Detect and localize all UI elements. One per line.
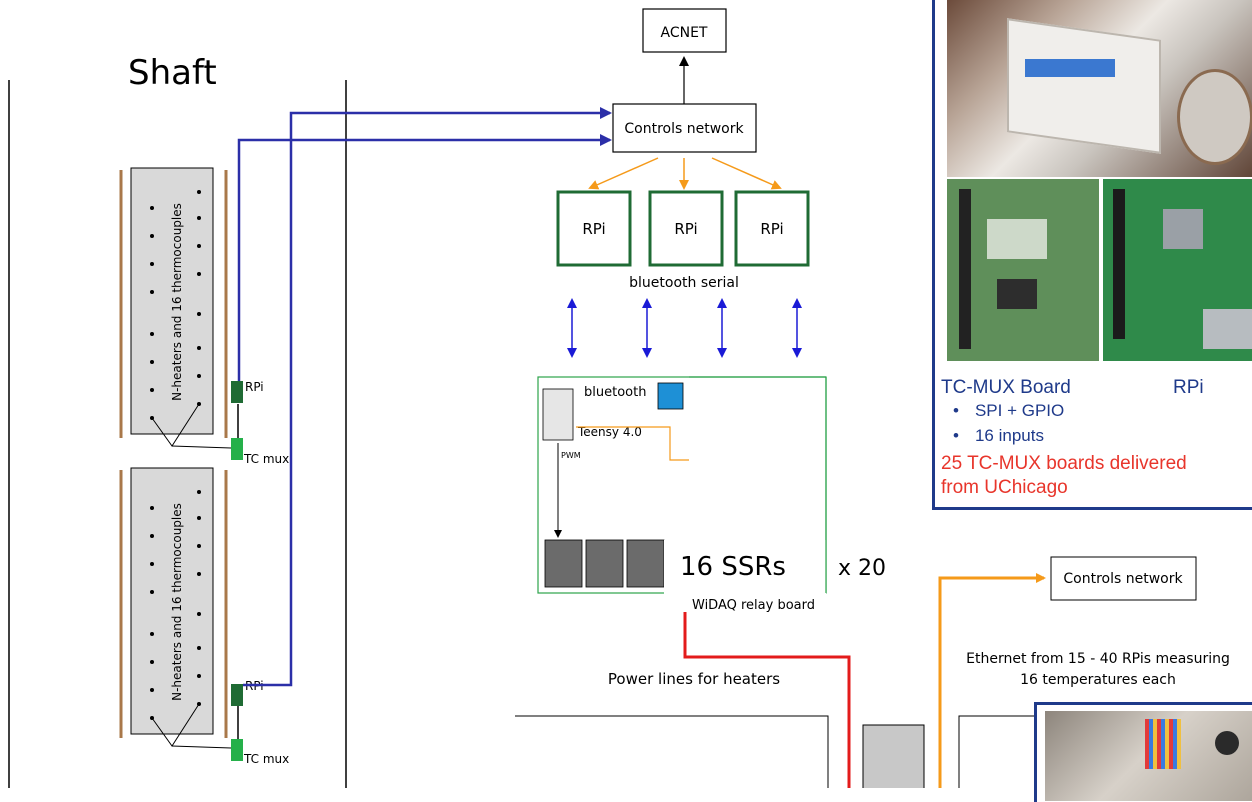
lower-enclosure-left	[515, 716, 828, 788]
tc-mux-card: TC-MUX Board RPi •SPI + GPIO •16 inputs …	[932, 0, 1252, 510]
controls-network-label-2: Controls network	[1063, 571, 1183, 587]
bullet-item: •16 inputs	[953, 426, 1044, 446]
rpi-box-label: RPi	[760, 220, 783, 238]
teensy-chip	[543, 389, 573, 440]
tc-mux-board-photo	[947, 179, 1099, 361]
gray-box	[863, 725, 924, 788]
board-cover	[689, 378, 825, 538]
tc-mux-title: TC-MUX Board	[941, 377, 1071, 399]
tc-mux-chip	[231, 739, 243, 761]
bullet-item: •SPI + GPIO	[953, 401, 1064, 421]
rpi-box-label: RPi	[674, 220, 697, 238]
ssr-count-label: 16 SSRs	[680, 552, 786, 582]
rpi-link-1	[239, 140, 610, 381]
enclosure-photo	[947, 0, 1252, 177]
acnet-label: ACNET	[661, 25, 708, 41]
bluetooth-serial-label: bluetooth serial	[629, 275, 739, 291]
controls-network-label: Controls network	[624, 121, 744, 137]
bullet-text: SPI + GPIO	[975, 401, 1064, 420]
relay-board-label: WiDAQ relay board	[692, 598, 815, 613]
rpi-box-label: RPi	[582, 220, 605, 238]
ethernet-label-line1: Ethernet from 15 - 40 RPis measuring	[966, 651, 1230, 667]
orange-arrow-1	[590, 158, 658, 188]
ethernet-label-line2: 16 temperatures each	[1020, 672, 1176, 688]
bluetooth-chip	[658, 383, 683, 409]
pwm-label: PWM	[561, 451, 581, 460]
multiplier-label: x 20	[838, 556, 886, 581]
orange-arrow-3	[712, 158, 780, 188]
delivered-line-1: 25 TC-MUX boards delivered	[941, 453, 1187, 475]
tc-mux-label: TC mux	[243, 752, 289, 766]
tc-mux-chip	[231, 438, 243, 460]
rpi-chip	[231, 381, 243, 403]
rpi-label: RPi	[245, 380, 264, 394]
tc-mux-label: TC mux	[243, 452, 289, 466]
heater-block-label: N-heaters and 16 thermocouples	[170, 203, 184, 401]
ssr-block	[545, 540, 582, 587]
rpi-board-photo	[1103, 179, 1252, 361]
delivered-line-2: from UChicago	[941, 477, 1068, 499]
power-lines-label: Power lines for heaters	[608, 670, 780, 688]
rpi-title: RPi	[1173, 377, 1204, 399]
power-line	[685, 612, 849, 788]
heater-block-1: N-heaters and 16 thermocouples RPi TC mu…	[121, 168, 289, 466]
bluetooth-label: bluetooth	[584, 385, 646, 400]
ssr-block	[627, 540, 664, 587]
heater-block-label: N-heaters and 16 thermocouples	[170, 503, 184, 701]
rpi-chip	[231, 684, 243, 706]
bullet-text: 16 inputs	[975, 426, 1044, 445]
bottom-photo-card	[1034, 702, 1252, 802]
ssr-block	[586, 540, 623, 587]
heater-block-2: N-heaters and 16 thermocouples RPi TC mu…	[121, 468, 289, 766]
shaft-label: Shaft	[128, 53, 217, 93]
